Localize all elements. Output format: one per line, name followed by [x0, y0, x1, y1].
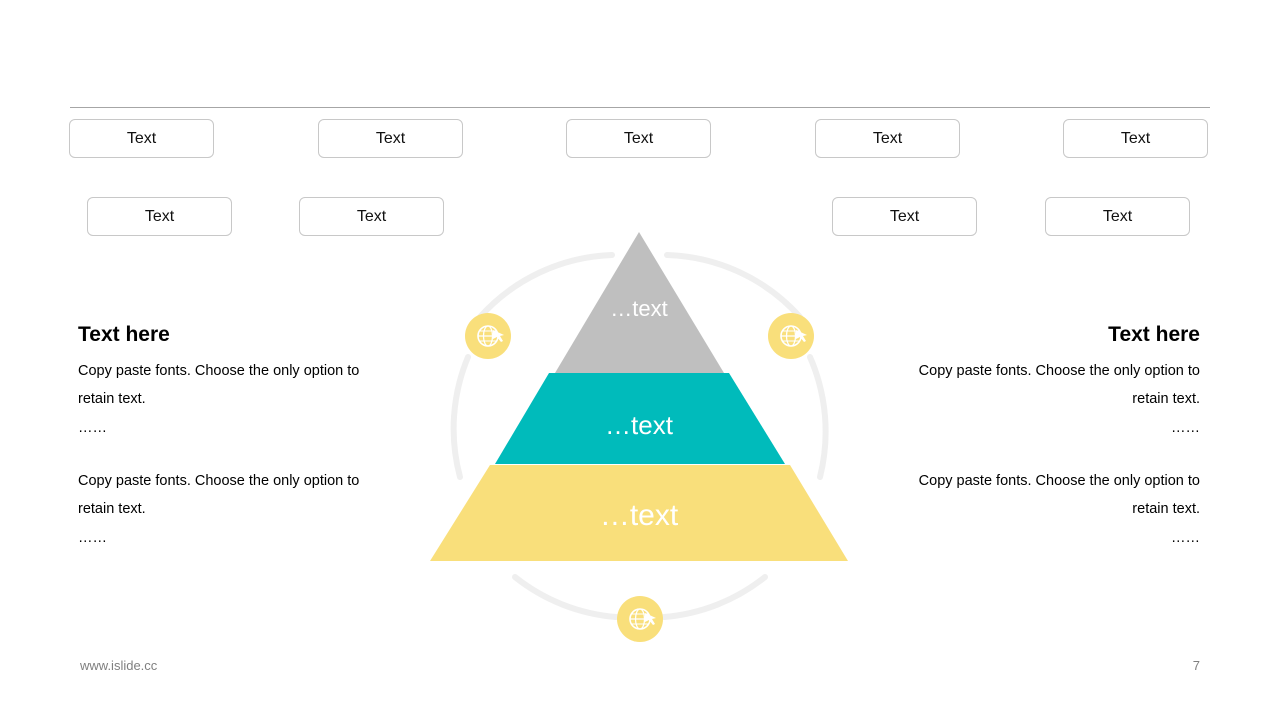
body-text: Copy paste fonts. Choose the only option… [78, 473, 360, 517]
body-text: Copy paste fonts. Choose the only option… [918, 363, 1200, 407]
ring-arc [450, 354, 471, 480]
ellipsis-text: …… [78, 420, 107, 436]
body-text: Copy paste fonts. Choose the only option… [78, 363, 360, 407]
tier-label: …text [600, 499, 679, 532]
pyramid-tier-top [555, 232, 724, 373]
globe-plane-icon [617, 596, 663, 642]
label-box: Text [69, 119, 214, 158]
top-divider [70, 107, 1210, 108]
label-box: Text [299, 197, 444, 236]
label-box: Text [815, 119, 960, 158]
ellipsis-text: …… [1171, 530, 1200, 546]
pyramid-tier-bottom [430, 465, 848, 561]
ring-arc [477, 252, 615, 320]
body-text: Copy paste fonts. Choose the only option… [918, 473, 1200, 517]
label-box: Text [1063, 119, 1208, 158]
pyramid-tier-middle [495, 373, 785, 464]
cycle-ring [450, 252, 829, 620]
left-text-block: Text here Copy paste fonts. Choose the o… [78, 321, 378, 553]
ring-arc [807, 354, 829, 480]
block-title: Text here [78, 323, 170, 346]
label-box: Text [832, 197, 977, 236]
label-box: Text [1045, 197, 1190, 236]
label-box: Text [318, 119, 463, 158]
tier-label: …text [610, 296, 667, 321]
ellipsis-text: …… [1171, 420, 1200, 436]
footer-url: www.islide.cc [80, 658, 158, 673]
label-box: Text [87, 197, 232, 236]
ring-arc [661, 574, 768, 620]
page-number: 7 [1192, 658, 1200, 673]
ring-arc [664, 252, 803, 320]
ring-arc [512, 574, 619, 620]
right-text-block: Text here Copy paste fonts. Choose the o… [900, 321, 1200, 553]
globe-plane-icon [768, 313, 814, 359]
block-title: Text here [1108, 323, 1200, 346]
ellipsis-text: …… [78, 530, 107, 546]
globe-plane-icon [465, 313, 511, 359]
label-box: Text [566, 119, 711, 158]
tier-label: …text [605, 410, 674, 440]
